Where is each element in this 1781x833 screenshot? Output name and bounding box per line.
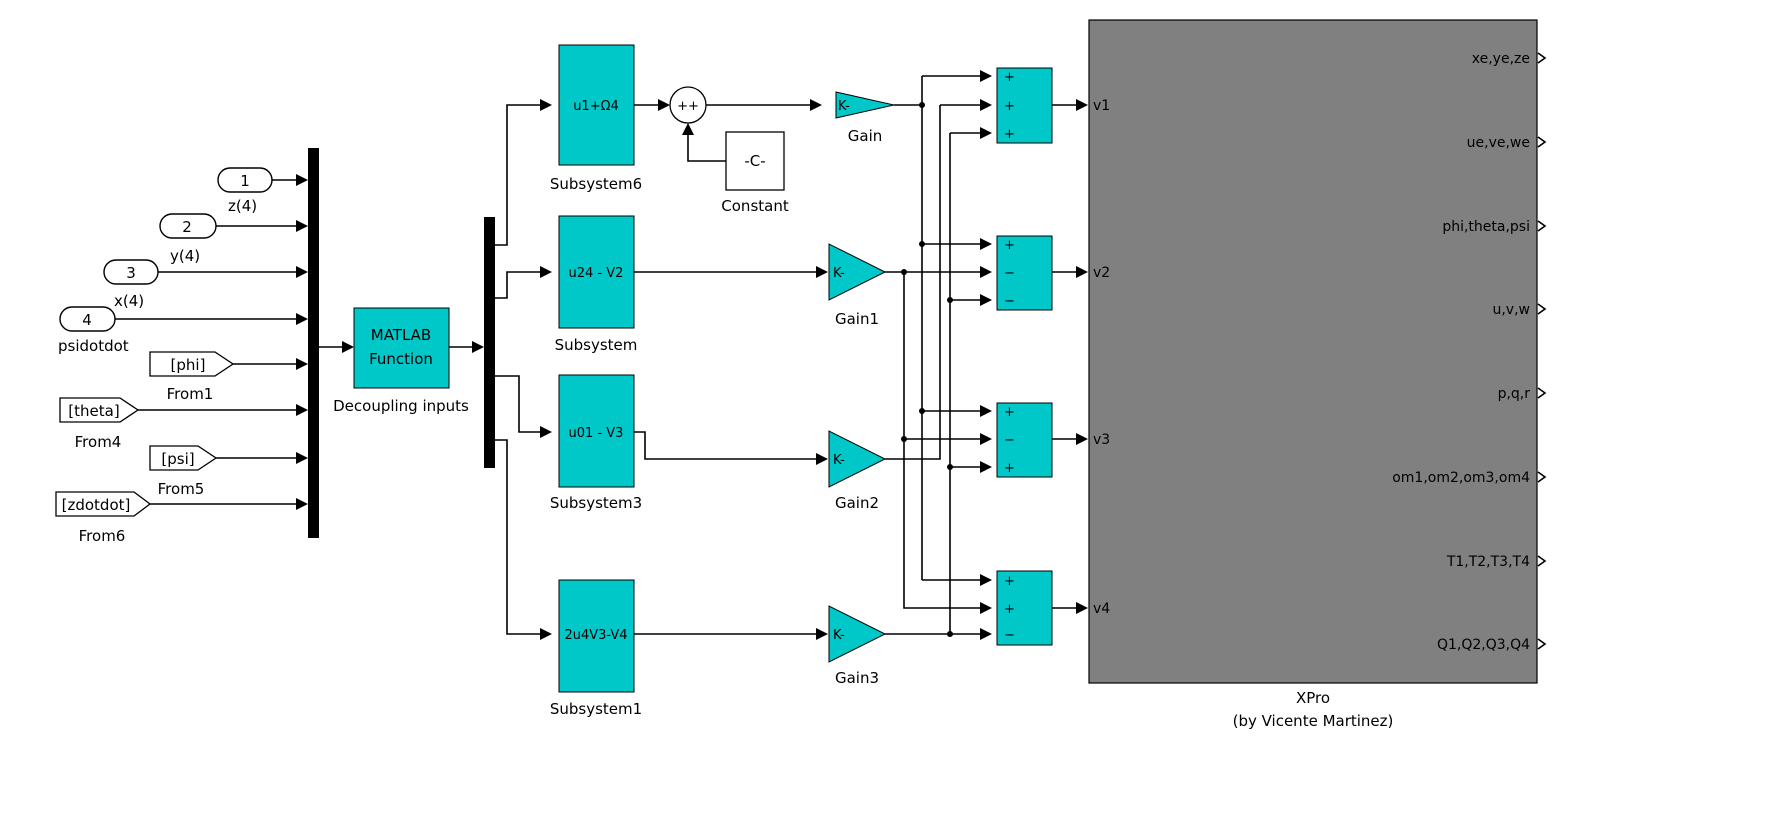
xpro-output-ports	[1537, 52, 1547, 650]
from-block-zdotdot[interactable]: [zdotdot]	[55, 491, 152, 517]
signal-label: x(4)	[114, 292, 144, 310]
xpro-input-v2: v2	[1093, 265, 1110, 281]
xpro-output-label: om1,om2,om3,om4	[1392, 470, 1530, 486]
subsystem6-block[interactable]: u1+Ω4	[558, 44, 635, 166]
mixer-v1-block[interactable]: + + +	[996, 67, 1053, 144]
xpro-output-label: T1,T2,T3,T4	[1446, 554, 1530, 570]
inport-number: 1	[240, 172, 250, 190]
xpro-output-label: u,v,w	[1492, 302, 1530, 318]
xpro-output-label: Q1,Q2,Q3,Q4	[1437, 637, 1530, 653]
mixer-sign: +	[1004, 127, 1015, 142]
gain1-block[interactable]: K-	[828, 243, 887, 301]
mixer-sign: +	[1004, 238, 1015, 253]
gain-value: K-	[838, 99, 850, 114]
sum-block[interactable]: ++	[669, 86, 707, 124]
subsystem-port-text: u1+Ω4	[573, 99, 619, 114]
from-tag: [psi]	[161, 450, 194, 468]
gain2-block[interactable]: K-	[828, 430, 887, 488]
mixer-sign: −	[1004, 433, 1015, 448]
subsystem-name: Subsystem6	[550, 175, 642, 193]
matlab-fn-name: Decoupling inputs	[333, 397, 469, 415]
from-tag: [phi]	[171, 356, 206, 374]
xpro-block[interactable]: v1 v2 v3 v4 xe,ye,ze ue,ve,we phi,theta,…	[1088, 19, 1538, 684]
gain-name: Gain	[848, 127, 883, 145]
constant-value: -C-	[744, 152, 765, 170]
inport-number: 3	[126, 264, 136, 282]
from-name: From1	[167, 385, 214, 403]
gain-value: K-	[833, 453, 845, 468]
xpro-output-label: p,q,r	[1498, 386, 1531, 402]
subsystem-port-text: u24 - V2	[569, 266, 624, 281]
mixer-sign: +	[1004, 461, 1015, 476]
constant-name: Constant	[721, 197, 789, 215]
mixer-sign: −	[1004, 294, 1015, 309]
constant-block[interactable]: -C-	[725, 131, 785, 191]
xpro-name: XPro	[1296, 689, 1330, 707]
subsystem-port-text: u01 - V3	[569, 426, 624, 441]
from-name: From4	[75, 433, 122, 451]
xpro-input-v3: v3	[1093, 432, 1110, 448]
inport-number: 4	[82, 311, 92, 329]
xpro-output-label: ue,ve,we	[1467, 135, 1530, 151]
inport-2[interactable]: 2	[159, 213, 217, 239]
from-block-theta[interactable]: [theta]	[59, 397, 140, 423]
gain-name: Gain1	[835, 310, 879, 328]
gain-value: K-	[833, 628, 845, 643]
from-tag: [theta]	[68, 402, 119, 420]
from-name: From5	[158, 480, 205, 498]
gain-name: Gain3	[835, 669, 879, 687]
subsystem3-block[interactable]: u01 - V3	[558, 374, 635, 488]
gain3-block[interactable]: K-	[828, 605, 887, 663]
mixer-v4-block[interactable]: + + −	[996, 570, 1053, 646]
from-tag: [zdotdot]	[62, 496, 131, 514]
mixer-sign: −	[1004, 266, 1015, 281]
from-name: From6	[79, 527, 126, 545]
mixer-sign: +	[1004, 99, 1015, 114]
signal-label: z(4)	[228, 197, 257, 215]
xpro-output-label: xe,ye,ze	[1472, 51, 1530, 67]
from-block-phi[interactable]: [phi]	[149, 351, 235, 377]
mixer-sign: +	[1004, 602, 1015, 617]
inport-1[interactable]: 1	[217, 167, 273, 193]
signal-label: y(4)	[170, 247, 200, 265]
gain-value: K-	[833, 266, 845, 281]
subsystem-name: Subsystem3	[550, 494, 642, 512]
subsystem-name: Subsystem	[555, 336, 638, 354]
mixer-sign: +	[1004, 405, 1015, 420]
gain-block[interactable]: K-	[835, 91, 895, 119]
gain-name: Gain2	[835, 494, 879, 512]
subsystem-port-text: 2u4V3-V4	[564, 628, 627, 643]
inport-3[interactable]: 3	[103, 259, 159, 285]
signal-label: psidotdot	[58, 337, 129, 355]
mixer-sign: +	[1004, 70, 1015, 85]
xpro-output-label: phi,theta,psi	[1442, 219, 1530, 235]
demux-bar[interactable]	[484, 217, 495, 468]
xpro-input-v1: v1	[1093, 98, 1110, 114]
inport-4[interactable]: 4	[59, 306, 116, 332]
matlab-fn-line2: Function	[369, 350, 433, 368]
inport-number: 2	[182, 218, 192, 236]
matlab-fn-line1: MATLAB	[371, 326, 431, 344]
matlab-function-block[interactable]: MATLAB Function	[353, 307, 450, 389]
mixer-sign: −	[1004, 628, 1015, 643]
mux-bar[interactable]	[308, 148, 319, 538]
xpro-input-v4: v4	[1093, 601, 1110, 617]
xpro-subtitle: (by Vicente Martinez)	[1233, 712, 1394, 730]
mixer-sign: +	[1004, 574, 1015, 589]
sum-signs: ++	[677, 99, 699, 114]
mixer-v3-block[interactable]: + − +	[996, 402, 1053, 478]
from-block-psi[interactable]: [psi]	[149, 445, 218, 471]
subsystem-block[interactable]: u24 - V2	[558, 215, 635, 329]
mixer-v2-block[interactable]: + − −	[996, 235, 1053, 311]
subsystem1-block[interactable]: 2u4V3-V4	[558, 579, 635, 693]
subsystem-name: Subsystem1	[550, 700, 642, 718]
